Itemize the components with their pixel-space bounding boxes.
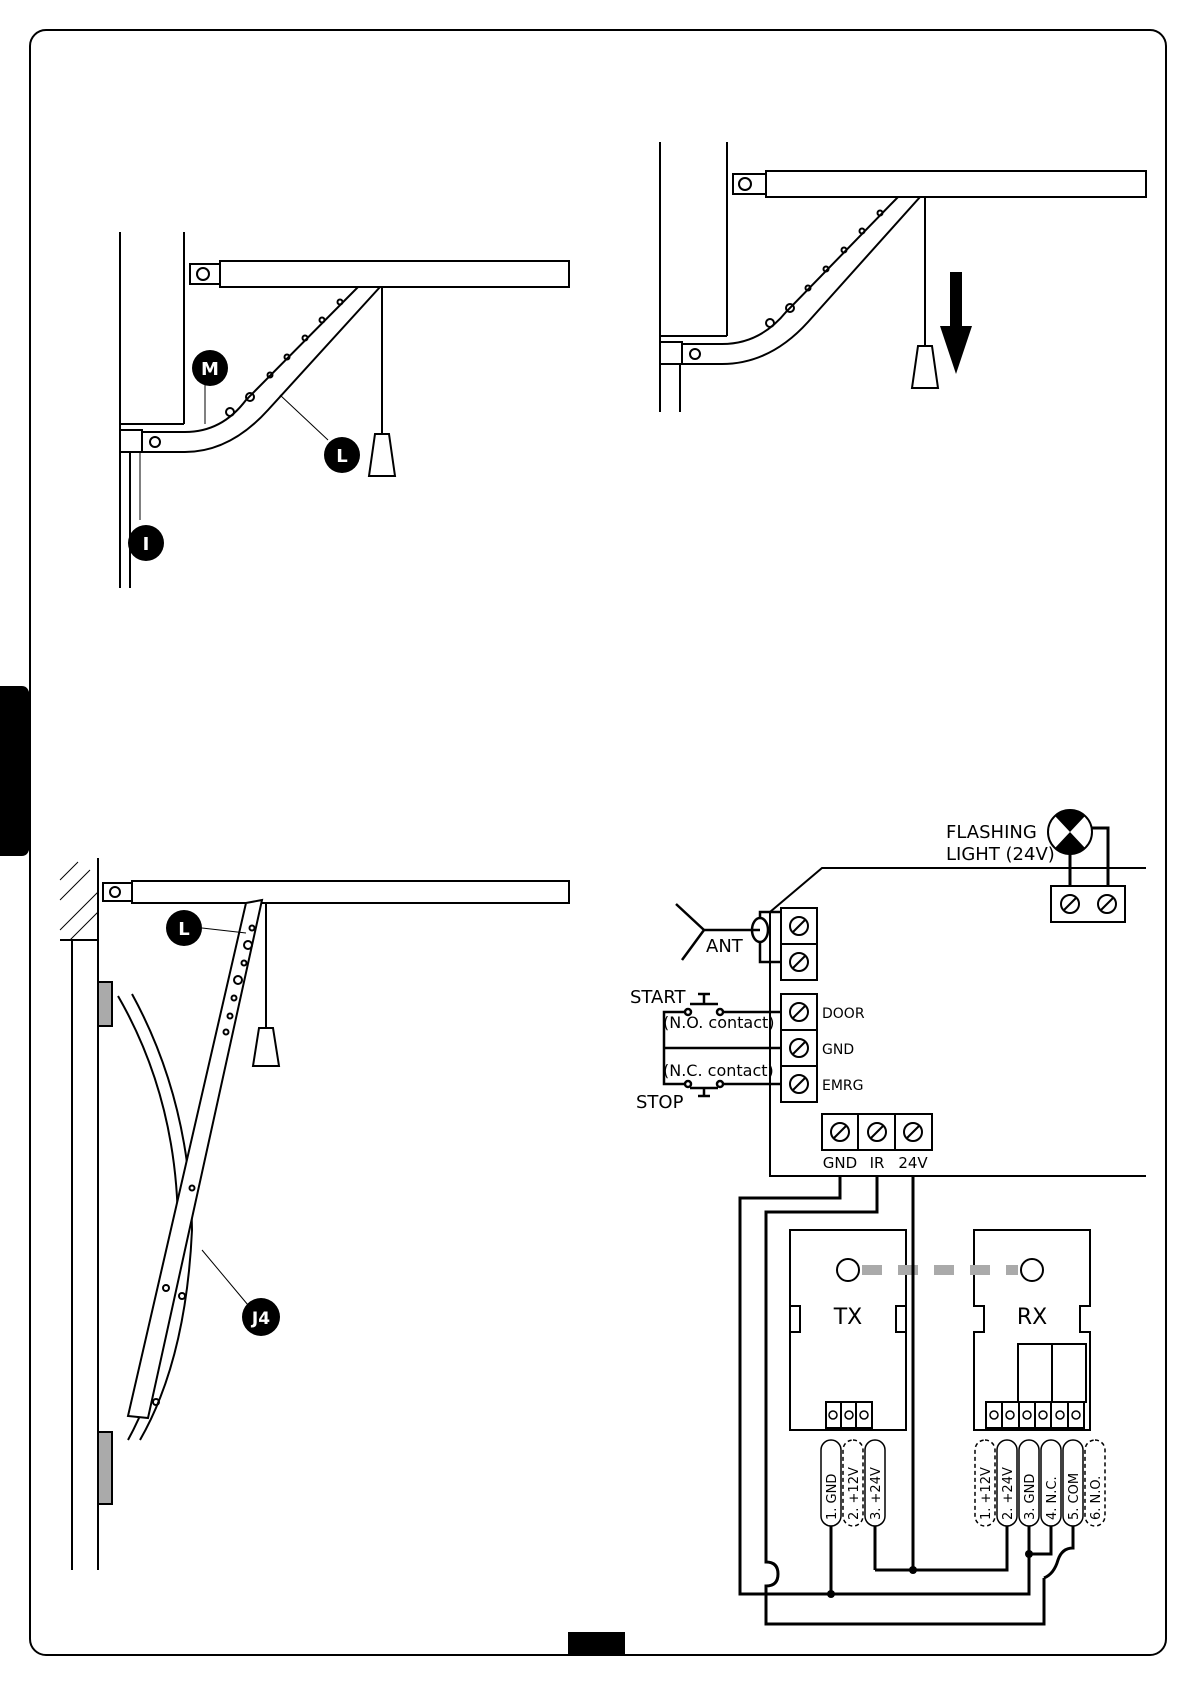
start-stop-wiring — [664, 994, 781, 1096]
stop-contact-label: (N.C. contact) — [663, 1061, 774, 1080]
callout-L-top: L — [324, 437, 360, 473]
terminal-emrg-label: EMRG — [822, 1078, 864, 1094]
bottom-gnd-label: GND — [823, 1154, 857, 1172]
svg-text:J4: J4 — [251, 1309, 270, 1329]
start-label: START — [630, 987, 687, 1008]
figure-release-pull — [660, 142, 1146, 412]
flashing-light-label-2: LIGHT (24V) — [946, 844, 1055, 865]
callout-L-bottom: L — [166, 910, 202, 946]
tx-unit — [790, 1230, 906, 1430]
arrow-down-icon — [940, 272, 972, 374]
bottom-ir-label: IR — [870, 1154, 885, 1172]
tx-pin-3: 3. +24V — [869, 1467, 884, 1520]
bottom-24v-label: 24V — [898, 1154, 928, 1172]
stop-label: STOP — [636, 1092, 684, 1113]
rx-pin-3: 3. GND — [1023, 1474, 1038, 1520]
flashing-light-label: FLASHING — [946, 822, 1037, 843]
svg-text:L: L — [178, 919, 189, 940]
callout-M: M — [192, 350, 228, 386]
figure-arm-detail — [120, 232, 569, 588]
callout-J4: J4 — [242, 1298, 280, 1336]
tx-pin-2: 2. +12V — [847, 1467, 862, 1520]
bottom-terminal-block — [822, 1114, 932, 1150]
side-tab — [0, 686, 30, 856]
rx-unit — [974, 1230, 1090, 1430]
wire-junctions — [827, 1550, 1033, 1598]
rx-pin-2: 2. +24V — [1001, 1467, 1016, 1520]
rx-pin-1: 1. +12V — [979, 1467, 994, 1520]
tx-pin-1: 1. GND — [825, 1474, 840, 1520]
wiring-diagram: FLASHING LIGHT (24V) DOOR — [630, 810, 1146, 1624]
terminal-door-label: DOOR — [822, 1006, 865, 1022]
antenna-label: ANT — [706, 936, 744, 957]
svg-text:I: I — [143, 534, 150, 555]
left-terminal-block — [781, 908, 817, 1102]
figure-door-arm — [60, 858, 569, 1570]
rx-pin-4: 4. N.C. — [1045, 1476, 1060, 1520]
page-number-box — [568, 1632, 625, 1656]
terminal-gnd-label: GND — [822, 1042, 854, 1058]
rx-pin-6: 6. N.O. — [1089, 1476, 1104, 1520]
svg-text:M: M — [201, 359, 219, 380]
tx-label: TX — [833, 1305, 863, 1330]
rx-pin-capsules — [975, 1440, 1105, 1526]
rx-pin-5: 5. COM — [1067, 1473, 1082, 1520]
rx-label: RX — [1017, 1305, 1047, 1330]
callout-I: I — [128, 525, 164, 561]
svg-text:L: L — [336, 446, 347, 467]
